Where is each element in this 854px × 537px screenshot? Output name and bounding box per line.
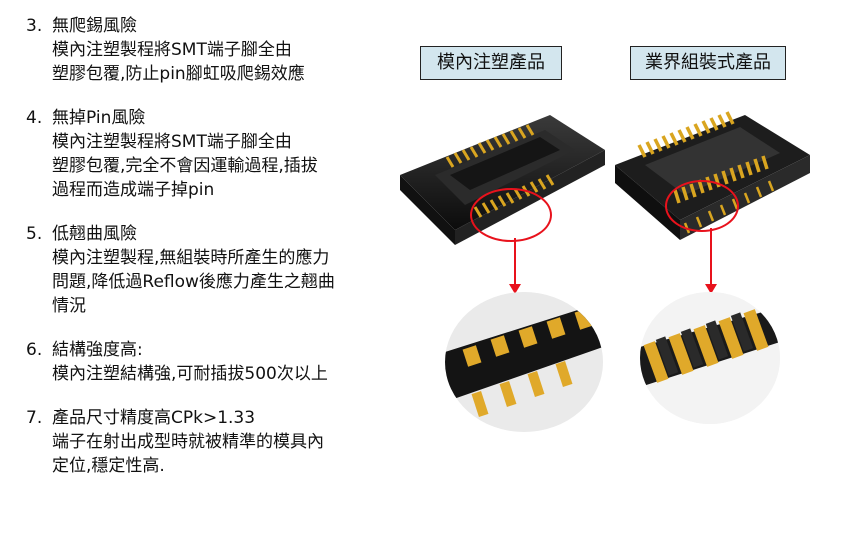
item-title: 無爬錫風險 (52, 16, 137, 36)
item-line: 模內注塑製程將SMT端子腳全由 (52, 40, 292, 60)
feature-list: 3. 無爬錫風險 模內注塑製程將SMT端子腳全由 塑膠包覆,防止pin腳虹吸爬錫效… (26, 14, 406, 498)
item-line: 情況 (52, 296, 86, 316)
item-line: 過程而造成端子掉pin (52, 180, 215, 200)
item-title: 無掉Pin風險 (52, 108, 146, 128)
highlight-ellipse-left (470, 188, 552, 242)
in-mold-product-label: 模內注塑產品 (420, 46, 562, 80)
item-line: 端子在射出成型時就被精準的模具內 (52, 432, 324, 452)
item-line: 模內注塑製程將SMT端子腳全由 (52, 132, 292, 152)
feature-item-7: 7. 產品尺寸精度高CPk>1.33 端子在射出成型時就被精準的模具內 定位,穩定… (26, 406, 406, 478)
item-line: 定位,穩定性高. (52, 456, 165, 476)
arrow-head-left (509, 284, 521, 294)
item-number: 4. (26, 108, 43, 128)
item-number: 5. (26, 224, 43, 244)
magnified-assembled-pins (640, 292, 780, 424)
item-title: 結構強度高: (52, 340, 143, 360)
item-line: 塑膠包覆,防止pin腳虹吸爬錫效應 (52, 64, 305, 84)
item-line: 模內注塑結構強,可耐插拔500次以上 (52, 364, 328, 384)
magnified-in-mold-pins (445, 292, 603, 432)
item-line: 模內注塑製程,無組裝時所產生的應力 (52, 248, 330, 268)
feature-item-5: 5. 低翹曲風險 模內注塑製程,無組裝時所產生的應力 問題,降低過Reflow後應… (26, 222, 406, 318)
item-title: 產品尺寸精度高CPk>1.33 (52, 408, 256, 428)
item-number: 7. (26, 408, 43, 428)
item-title: 低翹曲風險 (52, 224, 137, 244)
feature-item-3: 3. 無爬錫風險 模內注塑製程將SMT端子腳全由 塑膠包覆,防止pin腳虹吸爬錫效… (26, 14, 406, 86)
arrow-head-right (705, 284, 717, 294)
feature-item-4: 4. 無掉Pin風險 模內注塑製程將SMT端子腳全由 塑膠包覆,完全不會因運輸過程… (26, 106, 406, 202)
item-number: 6. (26, 340, 43, 360)
item-line: 塑膠包覆,完全不會因運輸過程,插拔 (52, 156, 318, 176)
highlight-ellipse-right (665, 180, 739, 232)
arrow-line-left (514, 238, 516, 286)
arrow-line-right (710, 228, 712, 286)
assembled-product-label: 業界組裝式產品 (630, 46, 786, 80)
item-number: 3. (26, 16, 43, 36)
feature-item-6: 6. 結構強度高: 模內注塑結構強,可耐插拔500次以上 (26, 338, 406, 386)
item-line: 問題,降低過Reflow後應力產生之翹曲 (52, 272, 335, 292)
